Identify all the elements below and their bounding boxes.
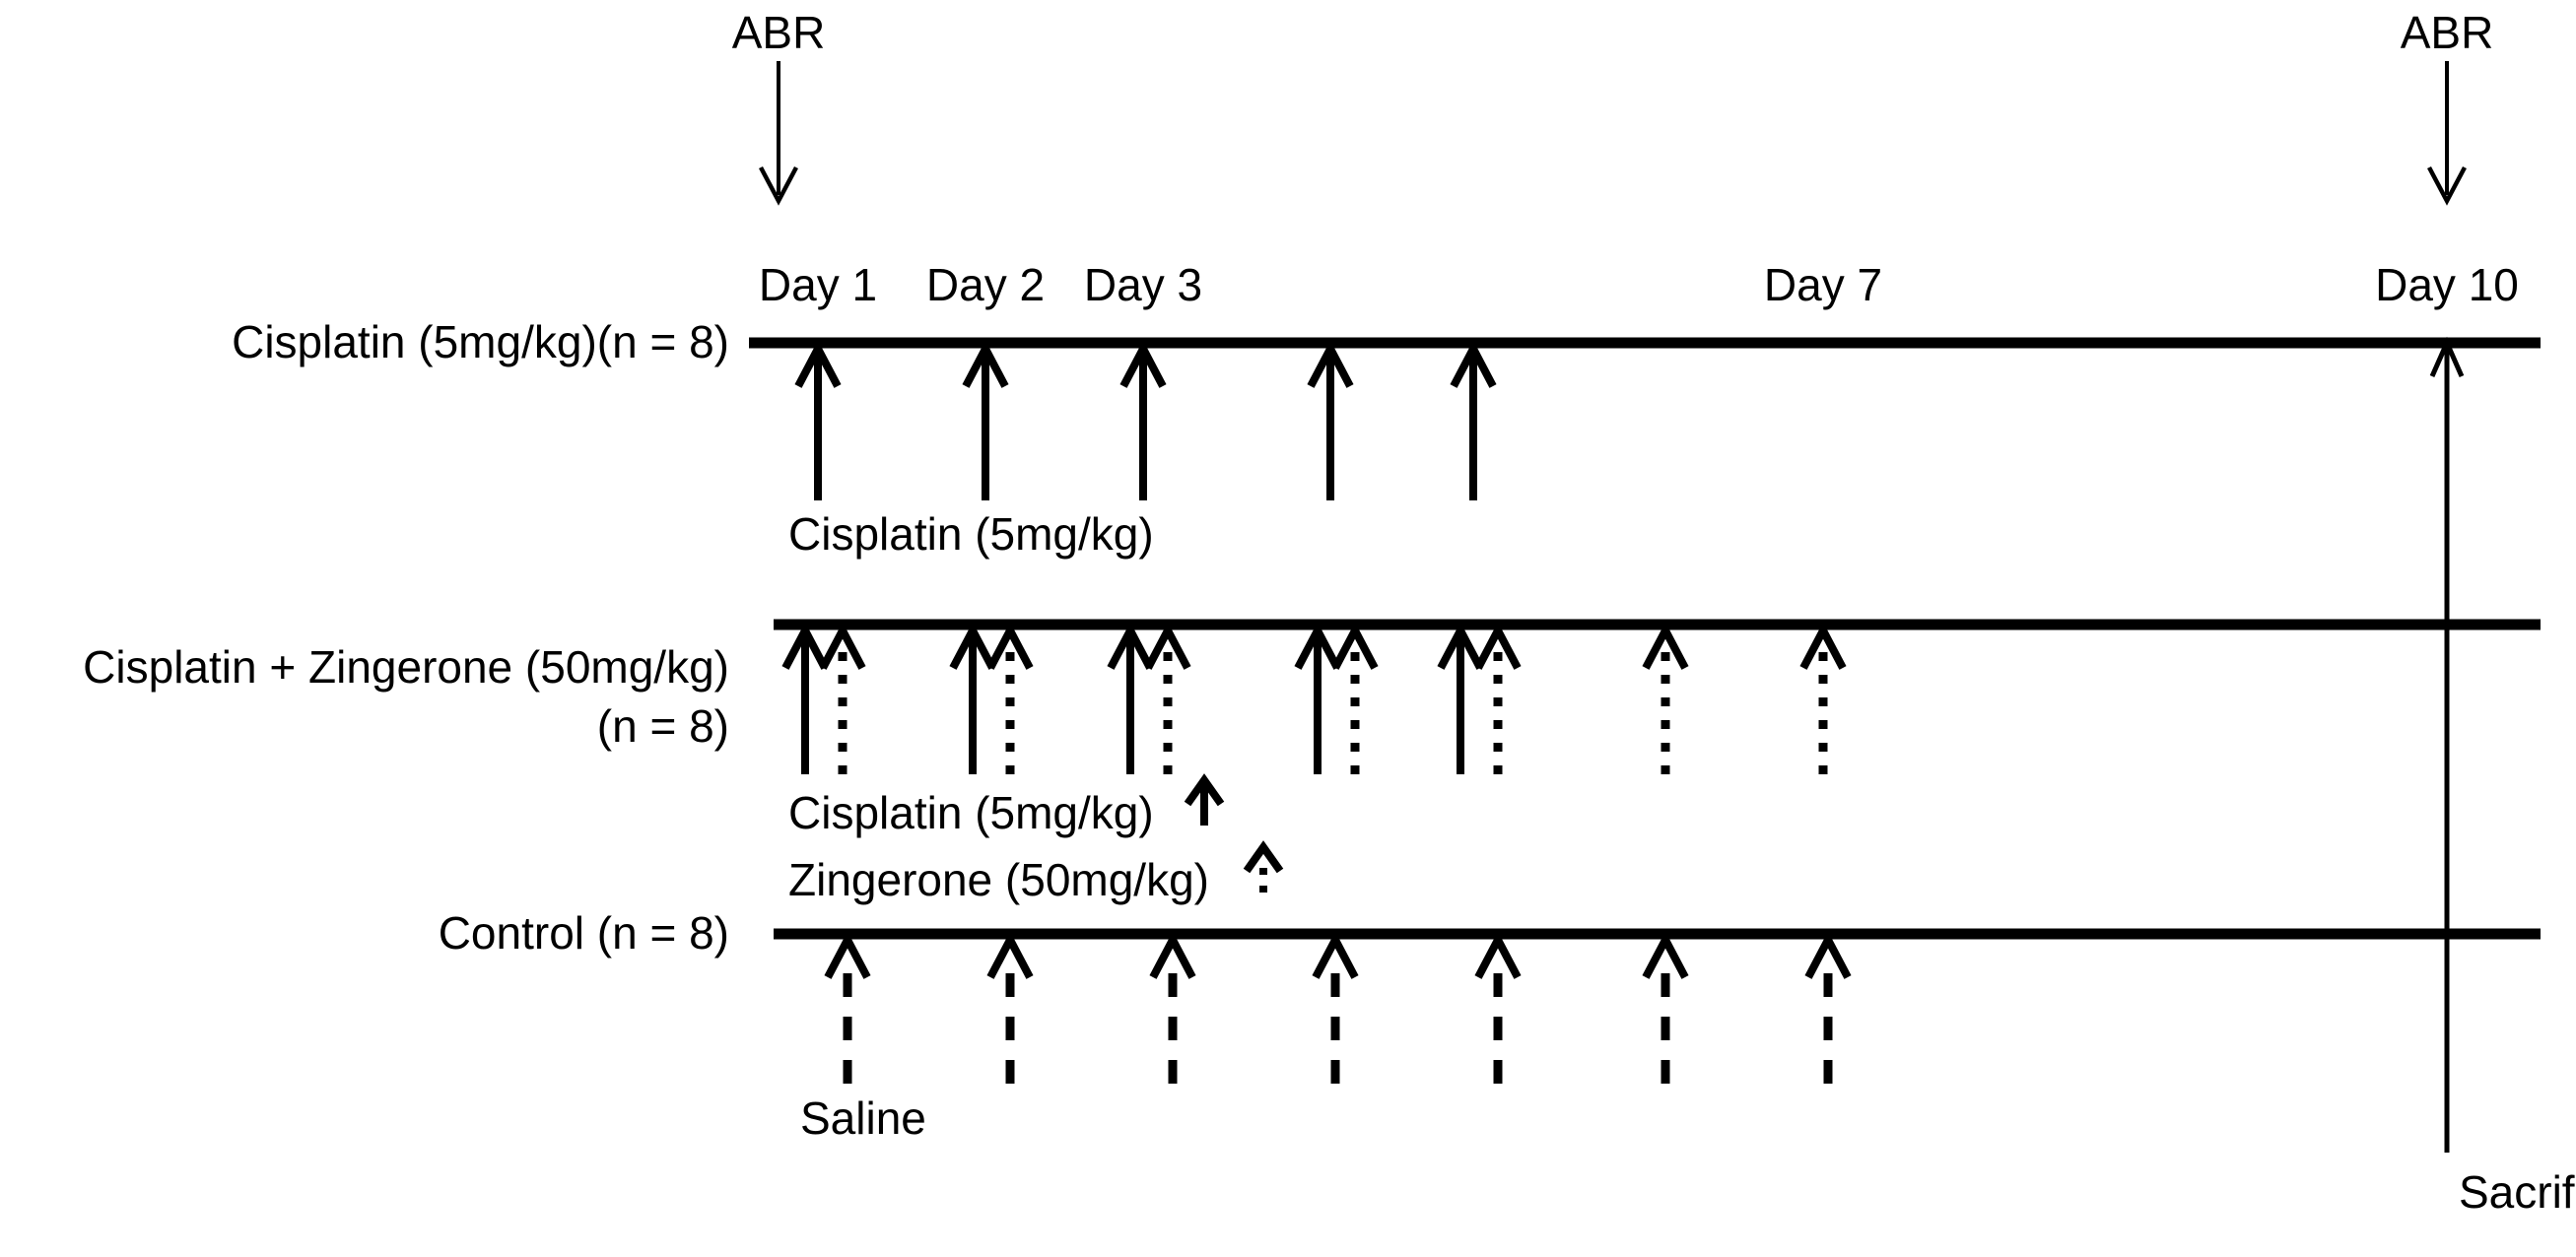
row-1-arrows	[794, 340, 1497, 500]
group-label-cisplatin-zingerone: Cisplatin + Zingerone (50mg/kg)	[83, 641, 729, 693]
row-2-dotted-arrows	[819, 622, 1847, 774]
day-label-1: Day 1	[758, 259, 878, 310]
abr-left-arrow	[759, 61, 798, 206]
legend-label-cisplatin: Cisplatin (5mg/kg)	[788, 787, 1154, 838]
abr-label-left: ABR	[731, 7, 826, 58]
legend-label-zingerone: Zingerone (50mg/kg)	[788, 854, 1209, 905]
sacrifice-line	[2429, 336, 2465, 1153]
legend-dotted-arrow-glyph	[1243, 840, 1284, 893]
row-1-caption-cisplatin: Cisplatin (5mg/kg)	[788, 508, 1154, 560]
abr-right-arrow	[2427, 61, 2467, 206]
group-label-control: Control (n = 8)	[438, 907, 729, 959]
day-label-3: Day 3	[1083, 259, 1203, 310]
day-label-2: Day 2	[925, 259, 1046, 310]
abr-label-right: ABR	[2400, 7, 2494, 58]
group-label-cisplatin-zingerone-n: (n = 8)	[596, 700, 729, 752]
group-label-cisplatin: Cisplatin (5mg/kg)(n = 8)	[232, 316, 729, 367]
sacrifice-label: Sacrifice	[2459, 1166, 2576, 1218]
legend-solid-arrow-glyph	[1184, 773, 1225, 826]
row-3-caption-saline: Saline	[800, 1092, 926, 1144]
row-2-solid-arrows	[781, 622, 1484, 774]
day-label-7: Day 7	[1763, 259, 1883, 310]
day-label-10: Day 10	[2375, 259, 2519, 310]
row-3-arrows	[824, 931, 1852, 1084]
